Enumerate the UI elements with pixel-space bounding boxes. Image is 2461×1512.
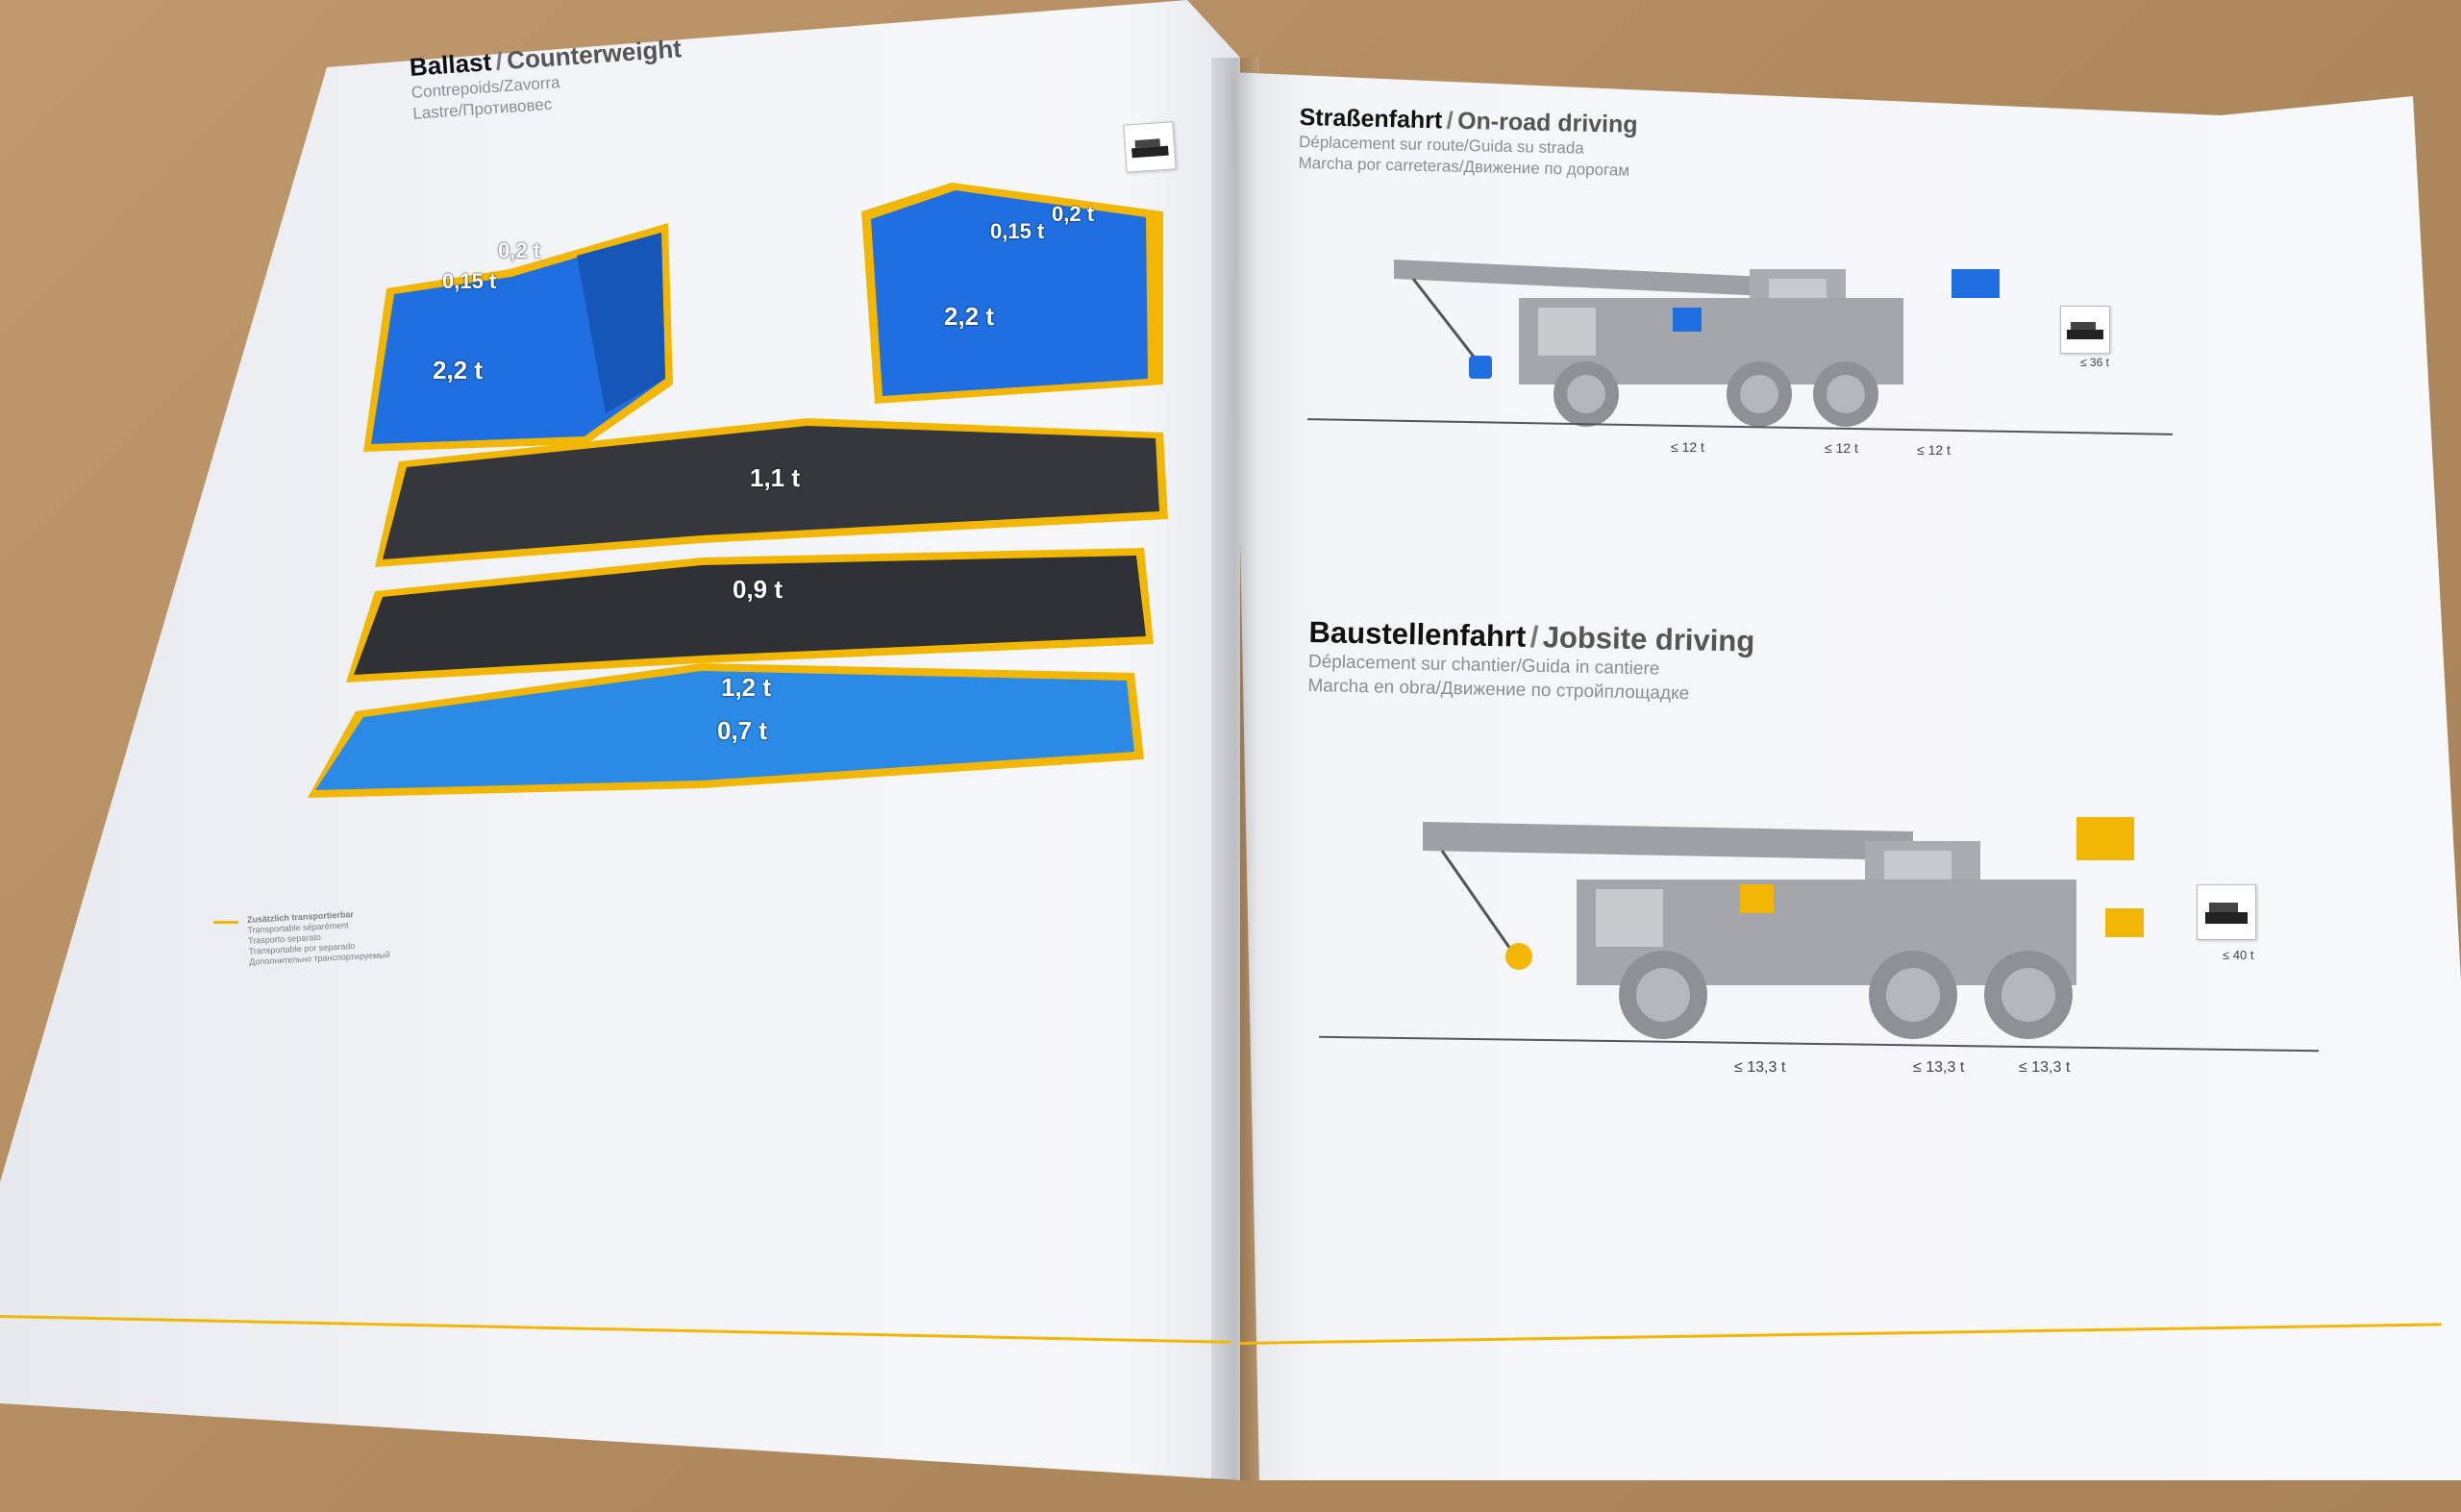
- crane-on-road-diagram: [1394, 260, 2000, 427]
- section-jobsite: Baustellenfahrt / Jobsite driving Déplac…: [1307, 615, 1754, 707]
- weight-label: 2,2 t: [944, 302, 995, 331]
- weight-label: 0,2 t: [498, 238, 541, 262]
- weight-label: 0,2 t: [1052, 202, 1095, 226]
- crane-symbol-graphic: [1131, 138, 1169, 159]
- title-separator: /: [1529, 619, 1539, 654]
- weight-label: 1,1 t: [750, 463, 801, 492]
- axle-load-label: ≤ 13,3 t: [1734, 1059, 1786, 1076]
- legend: Zusätzlich transportierbar Transportable…: [247, 907, 390, 968]
- section-on-road: Straßenfahrt / On-road driving Déplaceme…: [1298, 104, 1638, 182]
- total-weight-label: ≤ 40 t: [2223, 948, 2254, 962]
- weight-label: 1,2 t: [721, 673, 772, 702]
- axle-load-label: ≤ 13,3 t: [2019, 1059, 2071, 1076]
- total-weight-label: ≤ 36 t: [2080, 356, 2109, 369]
- crane-jobsite-diagram: [1423, 817, 2144, 1039]
- title-separator: /: [1446, 107, 1454, 135]
- axle-load-label: ≤ 12 t: [1825, 440, 1858, 456]
- crane-symbol-icon: [1123, 121, 1177, 173]
- weight-label: 2,2 t: [433, 356, 484, 384]
- axle-load-label: ≤ 12 t: [1671, 439, 1704, 455]
- weight-label: 0,15 t: [990, 219, 1045, 243]
- weight-label: 0,15 t: [442, 269, 497, 293]
- title-ballast: Ballast: [409, 47, 493, 82]
- title-separator: /: [494, 46, 504, 76]
- crane-weight-icon: [2060, 306, 2110, 354]
- axle-load-label: ≤ 12 t: [1917, 442, 1951, 458]
- crane-weight-graphic: [2067, 322, 2103, 339]
- weight-label: 0,9 t: [733, 575, 783, 604]
- weight-label: 0,7 t: [717, 716, 768, 745]
- crane-weight-icon: [2197, 884, 2256, 940]
- title-on-road-driving: On-road driving: [1456, 107, 1638, 138]
- axle-load-label: ≤ 13,3 t: [1913, 1059, 1965, 1076]
- counterweight-illustration: [308, 183, 1168, 798]
- title-baustellenfahrt: Baustellenfahrt: [1308, 615, 1527, 654]
- right-page: [1230, 72, 2461, 1480]
- crane-weight-graphic: [2205, 903, 2248, 924]
- book-gutter: [1211, 58, 1259, 1480]
- title-jobsite-driving: Jobsite driving: [1542, 620, 1755, 658]
- title-strassenfahrt: Straßenfahrt: [1299, 104, 1443, 135]
- legend-marker: [213, 921, 238, 924]
